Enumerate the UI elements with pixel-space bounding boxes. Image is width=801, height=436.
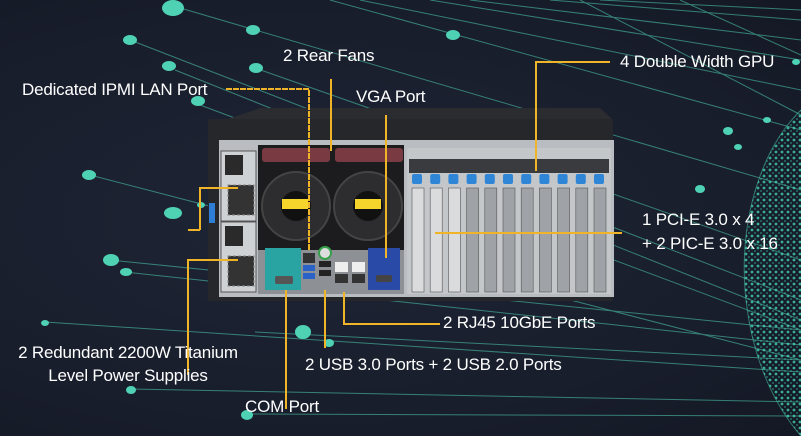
pcie-bracket [411,187,425,293]
rj45-label: 2 RJ45 10GbE Ports [443,313,596,332]
globe-graphic [743,109,801,436]
slot-latch [575,174,586,184]
slot-latch [466,174,477,184]
ipmi-lan-port-label: Dedicated IPMI LAN Port [22,80,208,99]
pcie-bracket [502,187,516,293]
psu-label-line1: 2 Redundant 2200W Titanium [18,343,238,362]
vent-grille [409,159,609,173]
slot-latch [539,174,550,184]
slot-latch [503,174,513,184]
pcie-bracket [557,187,570,293]
slot-latch [521,174,532,184]
pcie-bracket [484,187,498,293]
pcie-bracket [539,187,552,293]
psu-label-line2: Level Power Supplies [48,366,208,385]
slot-latch [484,174,495,184]
usb-ports-label: 2 USB 3.0 Ports + 2 USB 2.0 Ports [305,355,562,374]
io-panel [258,246,404,294]
slot-latch [448,174,459,184]
power-supplies [209,150,257,293]
pcie-bracket [429,187,443,293]
pcie-bracket [448,187,461,293]
pcie-bracket [520,187,534,293]
rear-fans [258,145,404,251]
gpu-label: 4 Double Width GPU [620,52,775,71]
pcie-bracket [575,187,589,293]
pcie-bracket [466,187,479,293]
slot-latch [557,174,568,184]
pcie-label-line2: + 2 PIC-E 3.0 x 16 [642,234,778,253]
com-port-label: COM Port [245,397,319,416]
vga-port-label: VGA Port [356,87,426,106]
slot-latch [594,174,604,184]
pcie-bracket [593,187,607,293]
pcie-label-line1: 1 PCI-E 3.0 x 4 [642,210,755,229]
rear-fans-label: 2 Rear Fans [283,46,375,65]
server-chassis [208,108,614,301]
pcie-slots [407,148,611,294]
callout-lines [187,61,622,409]
slot-latch [412,174,422,184]
slot-latch [430,174,441,184]
